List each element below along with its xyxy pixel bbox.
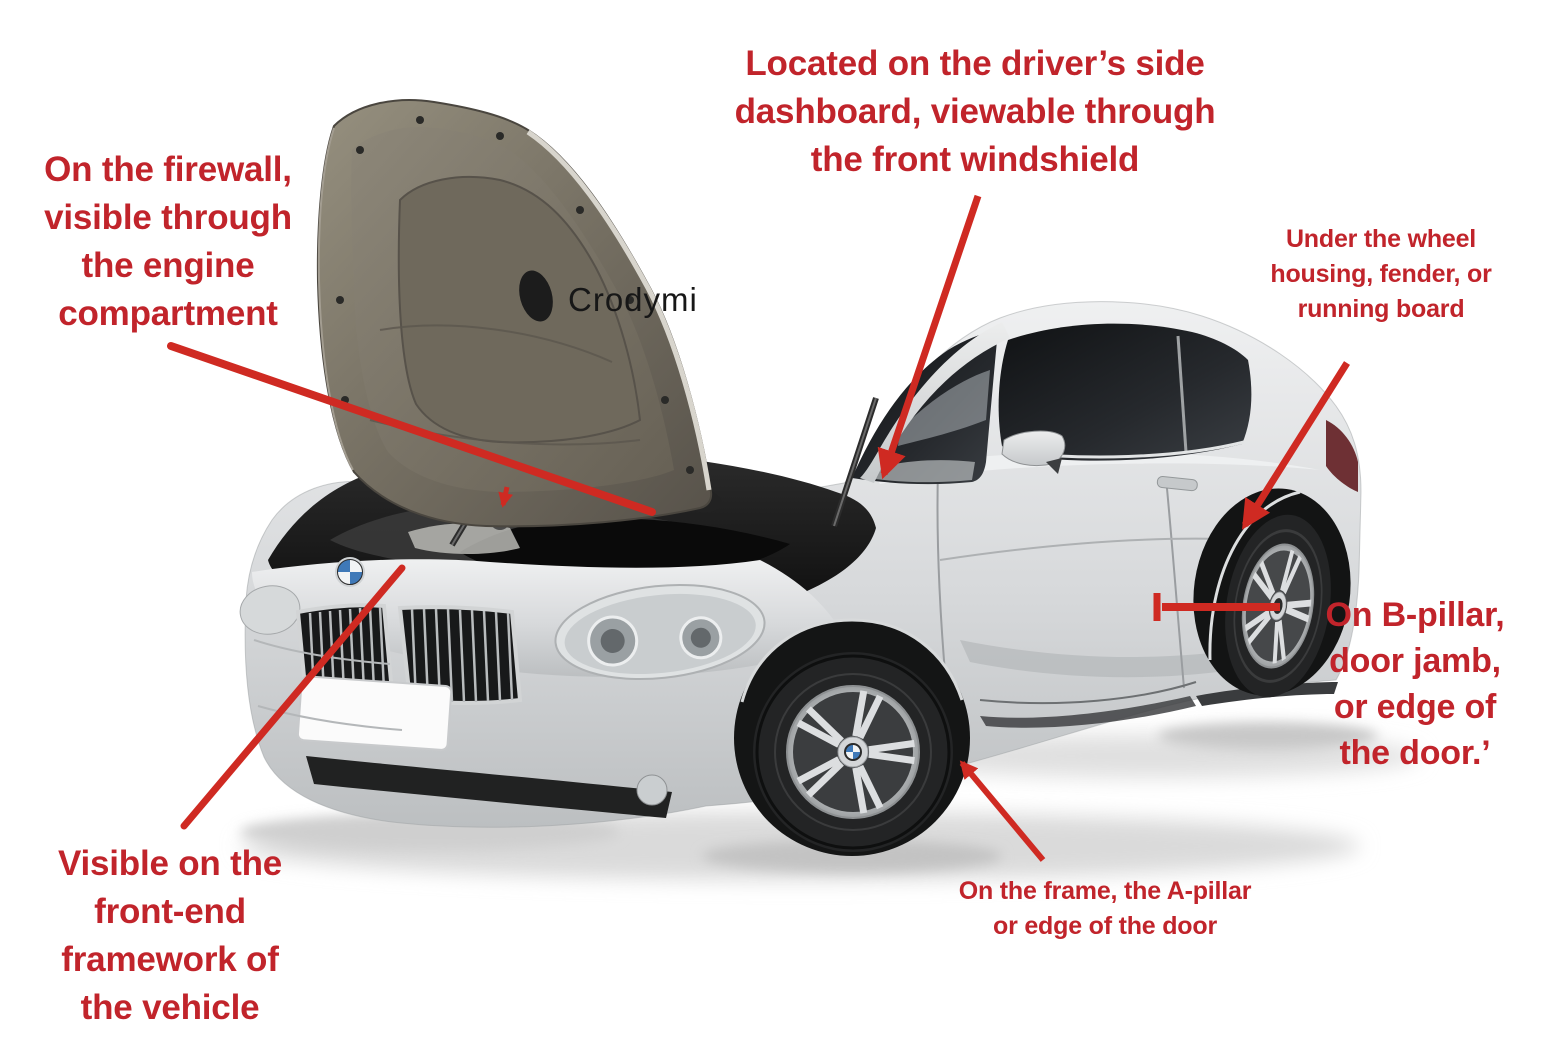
label-b-pillar: On B-pillar, door jamb, or edge of the d… — [1300, 592, 1530, 776]
left-headlight — [239, 585, 301, 635]
front-wheel — [734, 618, 970, 856]
label-wheel-housing: Under the wheel housing, fender, or runn… — [1258, 222, 1504, 327]
arrow-wheel-housing — [1242, 361, 1350, 530]
label-front-end: Visible on the front-end framework of th… — [15, 840, 325, 1032]
side-mirror — [1001, 430, 1066, 474]
quarter-window-divider — [1176, 335, 1188, 453]
arrow-dashboard — [877, 194, 982, 480]
lower-door-shadow — [960, 640, 1250, 678]
door-rear-seam — [1165, 477, 1185, 689]
headlight — [554, 583, 766, 681]
label-line: Visible on the — [57, 844, 283, 883]
hood-seam-upper — [379, 324, 613, 363]
door-handle — [1156, 475, 1198, 492]
wheel-roundel — [844, 743, 862, 761]
label-line: On the frame, the A-pillar — [958, 877, 1252, 905]
label-line: the engine — [81, 246, 255, 285]
pointer-engine-spot — [498, 486, 513, 508]
bmw-roundel — [335, 557, 365, 587]
label-line: the door.’ — [1339, 734, 1491, 772]
label-line: framework of — [61, 940, 279, 979]
hood-recess-panel — [397, 175, 642, 444]
hood-latch — [519, 270, 553, 322]
label-line: or edge of the door — [993, 912, 1217, 940]
label-line: running board — [1297, 295, 1465, 323]
fog-light — [636, 774, 668, 806]
cowl-trim — [408, 523, 520, 554]
label-line: compartment — [58, 294, 278, 333]
bumper-crease-2 — [257, 705, 403, 731]
label-dashboard: Located on the driver’s side dashboard, … — [650, 40, 1300, 184]
lower-intake — [306, 756, 672, 818]
label-line: visible through — [44, 198, 292, 237]
arrow-frame-a-pillar — [959, 760, 1046, 862]
label-line: front-end — [94, 892, 246, 931]
rear-fender-lip — [1208, 490, 1301, 661]
label-line: Located on the driver’s side — [745, 44, 1205, 83]
label-firewall: On the firewall, visible through the eng… — [15, 146, 321, 338]
label-line: or edge of — [1333, 688, 1497, 726]
line-front-end — [180, 564, 406, 830]
open-hood — [316, 99, 879, 547]
hood-front-lip-highlight — [526, 129, 712, 491]
label-line: door jamb, — [1329, 642, 1501, 680]
label-frame-a-pillar: On the frame, the A-pillar or edge of th… — [930, 874, 1280, 944]
windshield-reflection — [898, 370, 990, 446]
license-plate — [296, 675, 453, 751]
hood-left-edge-highlight — [317, 127, 354, 471]
line-firewall — [167, 342, 656, 516]
label-line: On the firewall, — [44, 150, 292, 189]
annotation-pointers — [167, 194, 1350, 862]
label-line: dashboard, viewable through — [734, 92, 1216, 131]
tail-light — [1326, 420, 1358, 492]
rocker-panel — [980, 696, 1196, 728]
label-line: housing, fender, or — [1270, 260, 1492, 288]
label-line: the front windshield — [810, 140, 1140, 179]
watermark-text: Crodymi — [568, 281, 698, 318]
hood-bolt-dots — [336, 116, 694, 474]
front-end — [239, 557, 846, 818]
label-line: On B-pillar, — [1325, 596, 1505, 634]
door-bottom-line — [979, 681, 1197, 705]
front-fender-lip — [740, 618, 964, 703]
side-window — [998, 323, 1252, 461]
bumper-crease-1 — [253, 639, 391, 665]
a-pillar — [860, 322, 1010, 483]
label-line: the vehicle — [80, 988, 260, 1027]
label-line: Under the wheel — [1285, 225, 1477, 253]
